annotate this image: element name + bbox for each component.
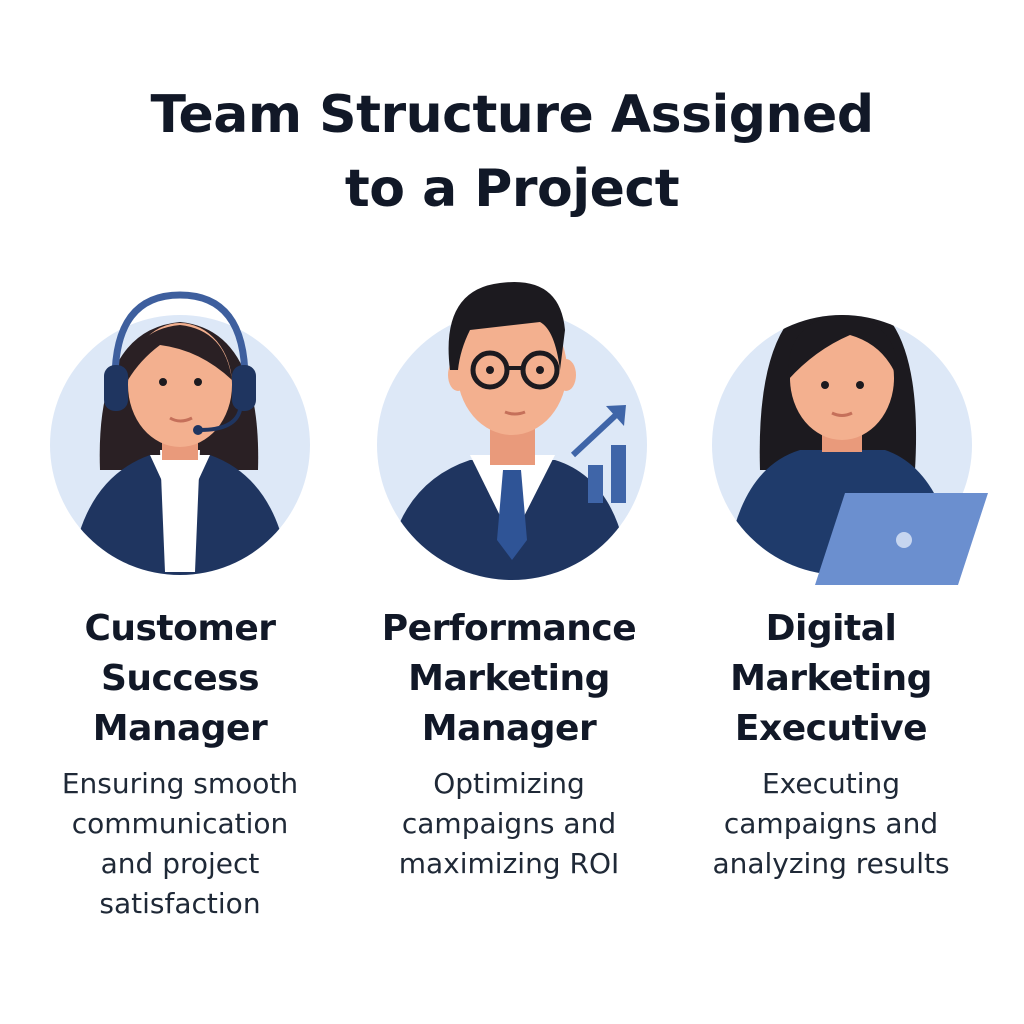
role-title-line: Marketing — [730, 658, 932, 699]
role-title-line: Customer — [84, 608, 276, 649]
performance-marketing-avatar-icon — [377, 281, 647, 580]
description-line: and project — [100, 847, 260, 880]
role-title: Performance Marketing Manager — [344, 604, 674, 754]
description-line: campaigns and — [723, 807, 939, 840]
description-line: communication — [71, 807, 289, 840]
page-title: Team Structure Assigned to a Project — [0, 78, 1024, 226]
role-card-digital-marketing: Digital Marketing Executive Executing ca… — [666, 604, 996, 884]
description-line: Executing — [761, 767, 901, 800]
description-line: Ensuring smooth — [61, 767, 299, 800]
role-title-line: Manager — [421, 708, 597, 749]
description-line: maximizing ROI — [398, 847, 620, 880]
role-title: Digital Marketing Executive — [666, 604, 996, 754]
role-title-line: Executive — [734, 708, 928, 749]
title-line-2: to a Project — [344, 159, 680, 219]
role-card-customer-success: Customer Success Manager Ensuring smooth… — [15, 604, 345, 924]
role-title-line: Performance — [381, 608, 637, 649]
role-description: Ensuring smooth communication and projec… — [15, 764, 345, 924]
description-line: campaigns and — [401, 807, 617, 840]
laptop-icon — [815, 493, 988, 585]
role-description: Executing campaigns and analyzing result… — [666, 764, 996, 884]
role-card-performance-marketing: Performance Marketing Manager Optimizing… — [344, 604, 674, 884]
customer-success-avatar-icon — [50, 291, 310, 575]
description-line: analyzing results — [712, 847, 950, 880]
description-line: satisfaction — [99, 887, 261, 920]
role-title-line: Digital — [765, 608, 897, 649]
role-title-line: Marketing — [408, 658, 610, 699]
role-title-line: Manager — [92, 708, 268, 749]
title-line-1: Team Structure Assigned — [150, 85, 874, 145]
role-title: Customer Success Manager — [15, 604, 345, 754]
role-description: Optimizing campaigns and maximizing ROI — [344, 764, 674, 884]
role-title-line: Success — [100, 658, 260, 699]
digital-marketing-avatar-icon — [712, 315, 988, 585]
growth-chart-icon — [570, 405, 626, 503]
description-line: Optimizing — [433, 767, 585, 800]
